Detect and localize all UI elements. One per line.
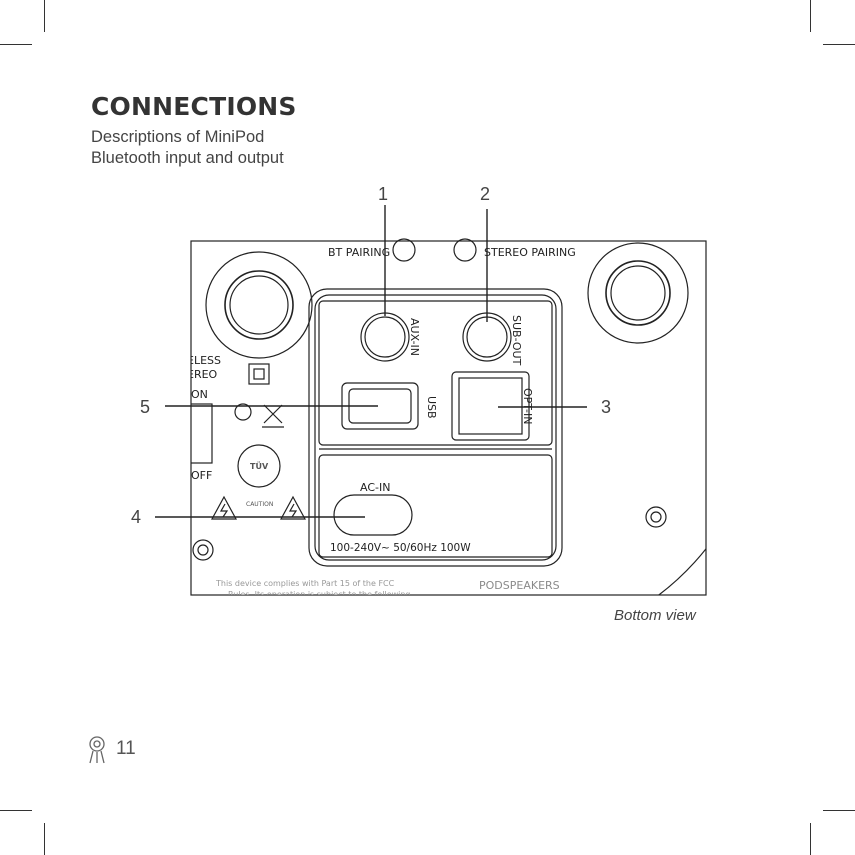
subtitle-line-1: Descriptions of MiniPod (91, 128, 265, 146)
crop-mark (810, 823, 811, 855)
power-spec-label: 100-240V~ 50/60Hz 100W (330, 542, 471, 554)
crop-mark (0, 810, 32, 811)
aux-in-label: AUX-IN (408, 318, 421, 356)
left-foot-core (229, 275, 289, 335)
sub-out-jack-inner (466, 316, 508, 358)
tuv-label: TÜV (250, 461, 269, 471)
weee-icon (262, 404, 284, 428)
power-switch[interactable] (185, 403, 213, 464)
connector-bay-mid (314, 294, 557, 561)
aux-in-jack[interactable] (360, 312, 410, 362)
screw-hole-inner (650, 511, 662, 523)
callout-number-2: 2 (480, 184, 491, 204)
crop-mark (44, 0, 45, 32)
right-foot-inner (605, 260, 671, 326)
fcc-notice-line-2: Rules. Its operation is subject to the f… (228, 590, 411, 599)
stereo-label: EREO (187, 368, 218, 381)
screw-hole (645, 506, 667, 528)
screw-hole-inner (197, 544, 209, 556)
stereo-pairing-label: STEREO PAIRING (484, 246, 576, 259)
stereo-pairing-button[interactable] (453, 238, 477, 262)
double-insulation-icon (248, 363, 270, 385)
warning-triangle-icon (210, 495, 238, 520)
bt-pairing-button[interactable] (392, 238, 416, 262)
caution-label: CAUTION (246, 501, 273, 508)
ac-in-socket[interactable] (333, 494, 413, 536)
crop-mark (44, 823, 45, 855)
sub-out-label: SUB-OUT (510, 315, 523, 366)
aux-in-jack-inner (364, 316, 406, 358)
connector-bay-outer (308, 288, 563, 567)
connector-bay-upper (318, 300, 553, 446)
ac-in-label: AC-IN (360, 481, 390, 494)
on-label: ON (191, 388, 208, 401)
tuv-mark-icon (237, 444, 281, 488)
page-title: CONNECTIONS (91, 92, 297, 121)
left-foot-outer (205, 251, 313, 359)
wireless-label: ELESS (187, 354, 221, 367)
fcc-notice-line-1: This device complies with Part 15 of the… (215, 579, 395, 588)
bt-pairing-label: BT PAIRING (328, 246, 390, 259)
panel-outline (190, 240, 707, 596)
page-subtitle: Descriptions of MiniPod Bluetooth input … (91, 127, 284, 169)
podspeakers-logo-icon (89, 736, 105, 764)
left-foot-inner (224, 270, 294, 340)
crop-mark (810, 0, 811, 32)
page-number: 11 (116, 738, 136, 759)
housing-arc (657, 547, 706, 595)
callout-number-1: 1 (378, 184, 389, 204)
crop-mark (823, 810, 855, 811)
ce-mark-icon (234, 403, 252, 421)
right-foot-outer (587, 242, 689, 344)
callout-number-3: 3 (601, 397, 612, 417)
callout-number-5: 5 (140, 397, 151, 417)
warning-triangle-icon (279, 495, 307, 520)
double-insulation-icon-inner (253, 368, 265, 380)
lightning-icon (219, 503, 229, 518)
right-foot-core (610, 265, 666, 321)
brand-label: PODSPEAKERS (479, 579, 560, 592)
subtitle-line-2: Bluetooth input and output (91, 149, 284, 167)
crop-mark (0, 44, 32, 45)
crop-mark (823, 44, 855, 45)
opt-in-port-inner (458, 377, 523, 435)
figure-caption: Bottom view (614, 607, 696, 624)
connector-bay-lower (318, 454, 553, 558)
off-label: OFF (191, 469, 212, 482)
opt-in-port[interactable] (451, 371, 530, 441)
opt-in-label: OPT-IN (521, 388, 534, 424)
screw-hole (192, 539, 214, 561)
callout-number-4: 4 (131, 507, 142, 527)
usb-label: USB (425, 396, 438, 419)
lightning-icon (288, 503, 298, 518)
